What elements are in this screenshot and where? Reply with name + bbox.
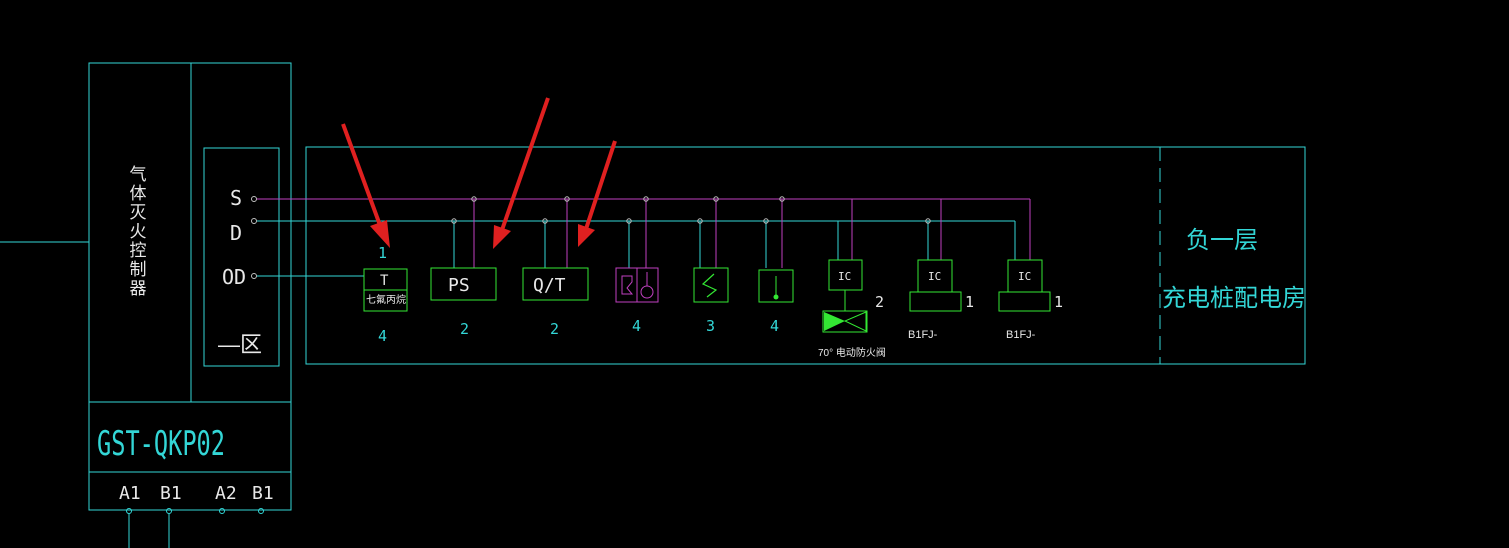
controller-cabinet bbox=[88, 62, 292, 511]
device-smoke-detector: 3 bbox=[693, 196, 729, 335]
device-code-label: T bbox=[380, 273, 389, 289]
device-gas-release-indicator: Q/T 2 bbox=[522, 196, 589, 338]
zone-room-label: 充电桩配电房 bbox=[1162, 285, 1306, 312]
device-code-label: PS bbox=[448, 275, 470, 296]
arrow-annotation bbox=[578, 140, 617, 247]
port-label: B1 bbox=[160, 483, 182, 504]
device-input-module-1: IC 1 B1FJ- bbox=[908, 199, 974, 341]
controller-model-label: GST-QKP02 bbox=[97, 424, 225, 464]
terminal-s-label: S bbox=[230, 186, 242, 210]
device-input-module-2: IC 1 B1FJ- bbox=[998, 199, 1063, 341]
device-caption: B1FJ- bbox=[908, 329, 938, 341]
module-label: IC bbox=[1018, 270, 1031, 283]
terminal-d-label: D bbox=[230, 221, 242, 245]
device-code-label: Q/T bbox=[533, 275, 566, 296]
device-count: 1 bbox=[1054, 293, 1063, 311]
device-count: 3 bbox=[706, 317, 715, 335]
device-count: 2 bbox=[460, 320, 469, 338]
arrow-annotation bbox=[341, 123, 390, 248]
device-count: 2 bbox=[875, 293, 884, 311]
controller-vertical-label: 气体灭火控制器 bbox=[127, 165, 147, 298]
device-caption: 70° 电动防火阀 bbox=[818, 346, 886, 359]
device-count: 2 bbox=[550, 320, 559, 338]
device-caption: B1FJ- bbox=[1006, 329, 1036, 341]
device-heptafluoropropane: T 七氟丙烷 1 4 bbox=[363, 244, 408, 345]
controller-ports: A1 B1 A2 B1 bbox=[119, 483, 274, 548]
module-label: IC bbox=[928, 270, 941, 283]
zone-symbol-label: —区 bbox=[218, 332, 262, 357]
device-count: 4 bbox=[770, 317, 779, 335]
terminal-nodes bbox=[251, 196, 257, 279]
terminal-od-label: OD bbox=[222, 265, 246, 289]
port-label: A2 bbox=[215, 483, 237, 504]
module-label: IC bbox=[838, 270, 851, 283]
device-count: 4 bbox=[378, 327, 387, 345]
device-sub-label: 七氟丙烷 bbox=[366, 293, 406, 306]
zone-floor-label: 负一层 bbox=[1186, 227, 1258, 254]
device-sound-light-alarm: 4 bbox=[615, 196, 659, 335]
red-annotation-arrows bbox=[341, 97, 617, 249]
device-top-count: 1 bbox=[378, 244, 387, 262]
port-label: A1 bbox=[119, 483, 141, 504]
arrow-annotation bbox=[493, 97, 550, 249]
device-count: 4 bbox=[632, 317, 641, 335]
port-label: B1 bbox=[252, 483, 274, 504]
device-fire-damper-module: IC 2 70° 电动防火阀 bbox=[818, 199, 886, 359]
device-count: 1 bbox=[965, 293, 974, 311]
zone-frame bbox=[305, 146, 1306, 365]
device-pressure-switch: PS 2 bbox=[430, 196, 497, 338]
device-heat-detector: 4 bbox=[758, 196, 794, 335]
